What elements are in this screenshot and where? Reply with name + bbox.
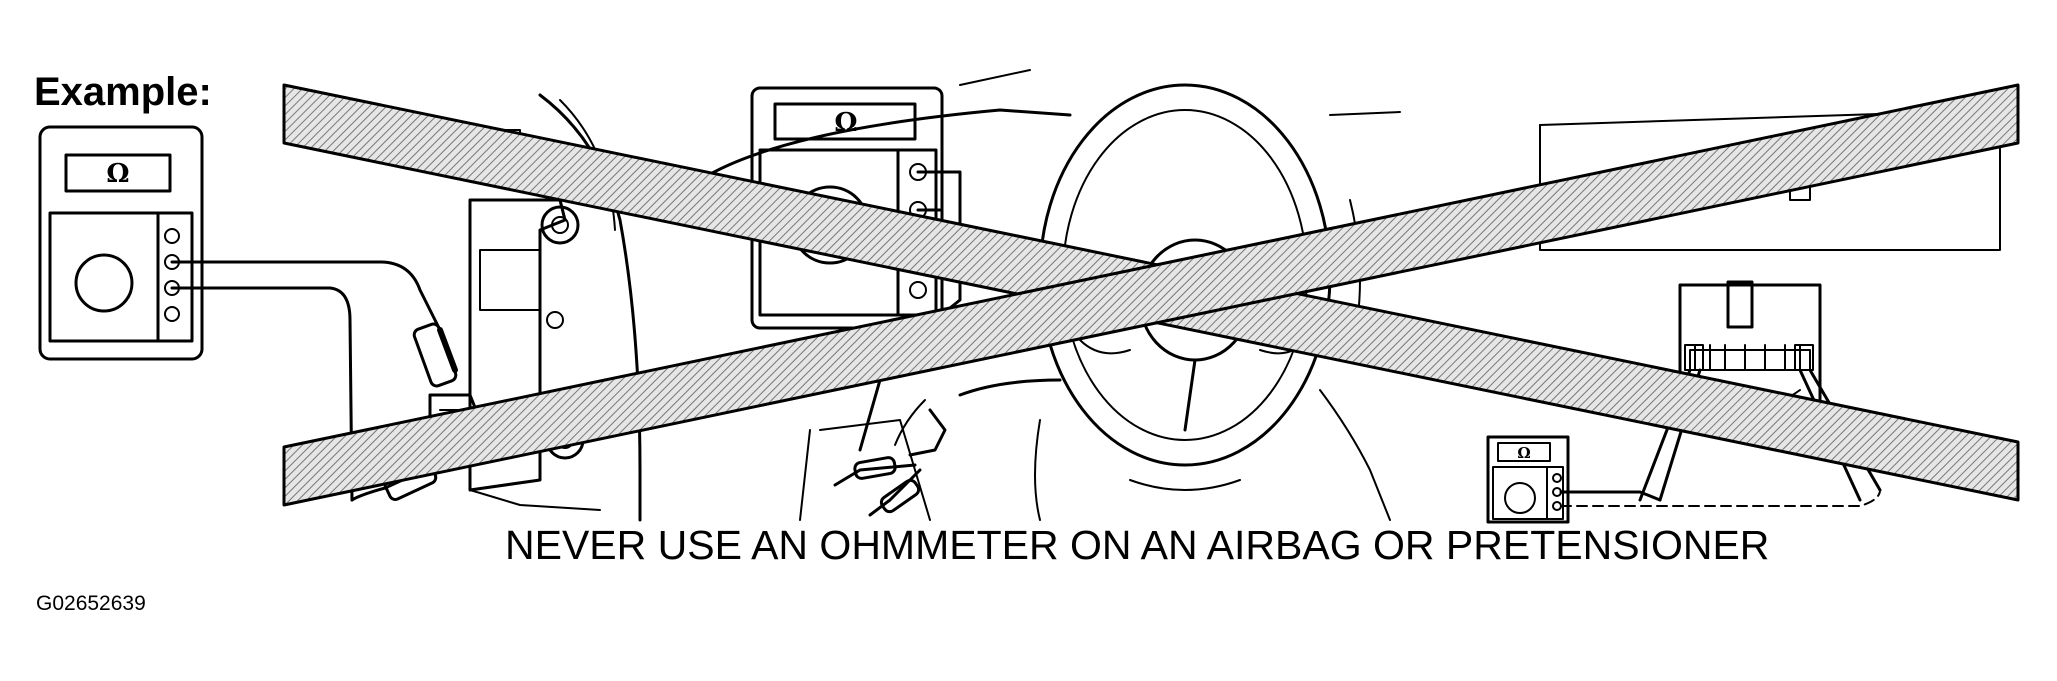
figure-id: G02652639	[36, 592, 146, 615]
example-label: Example:	[34, 70, 212, 114]
prohibition-cross-icon	[282, 83, 2020, 507]
small-ohmmeter-symbol: Ω	[1517, 444, 1530, 462]
example-ohmmeter-icon: Ω	[38, 125, 458, 502]
small-ohmmeter-icon: Ω	[1486, 435, 1881, 524]
airbag-probe-wires	[833, 399, 947, 517]
example-ohmmeter-symbol: Ω	[106, 159, 129, 189]
warning-caption: NEVER USE AN OHMMETER ON AN AIRBAG OR PR…	[505, 522, 1770, 568]
